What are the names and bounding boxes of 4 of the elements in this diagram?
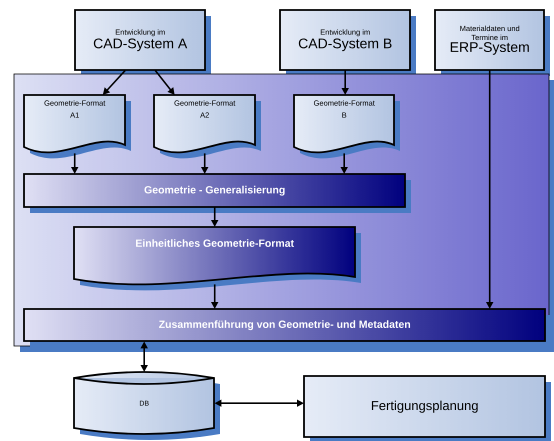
process-box: Fertigungsplanung [303,375,551,441]
process-bar: Geometrie - Generalisierung [23,173,411,213]
process-bar: Zusammenführung von Geometrie- und Metadaten [23,308,551,347]
node-label: Zusammenführung von Geometrie- und Metadaten [159,320,410,330]
